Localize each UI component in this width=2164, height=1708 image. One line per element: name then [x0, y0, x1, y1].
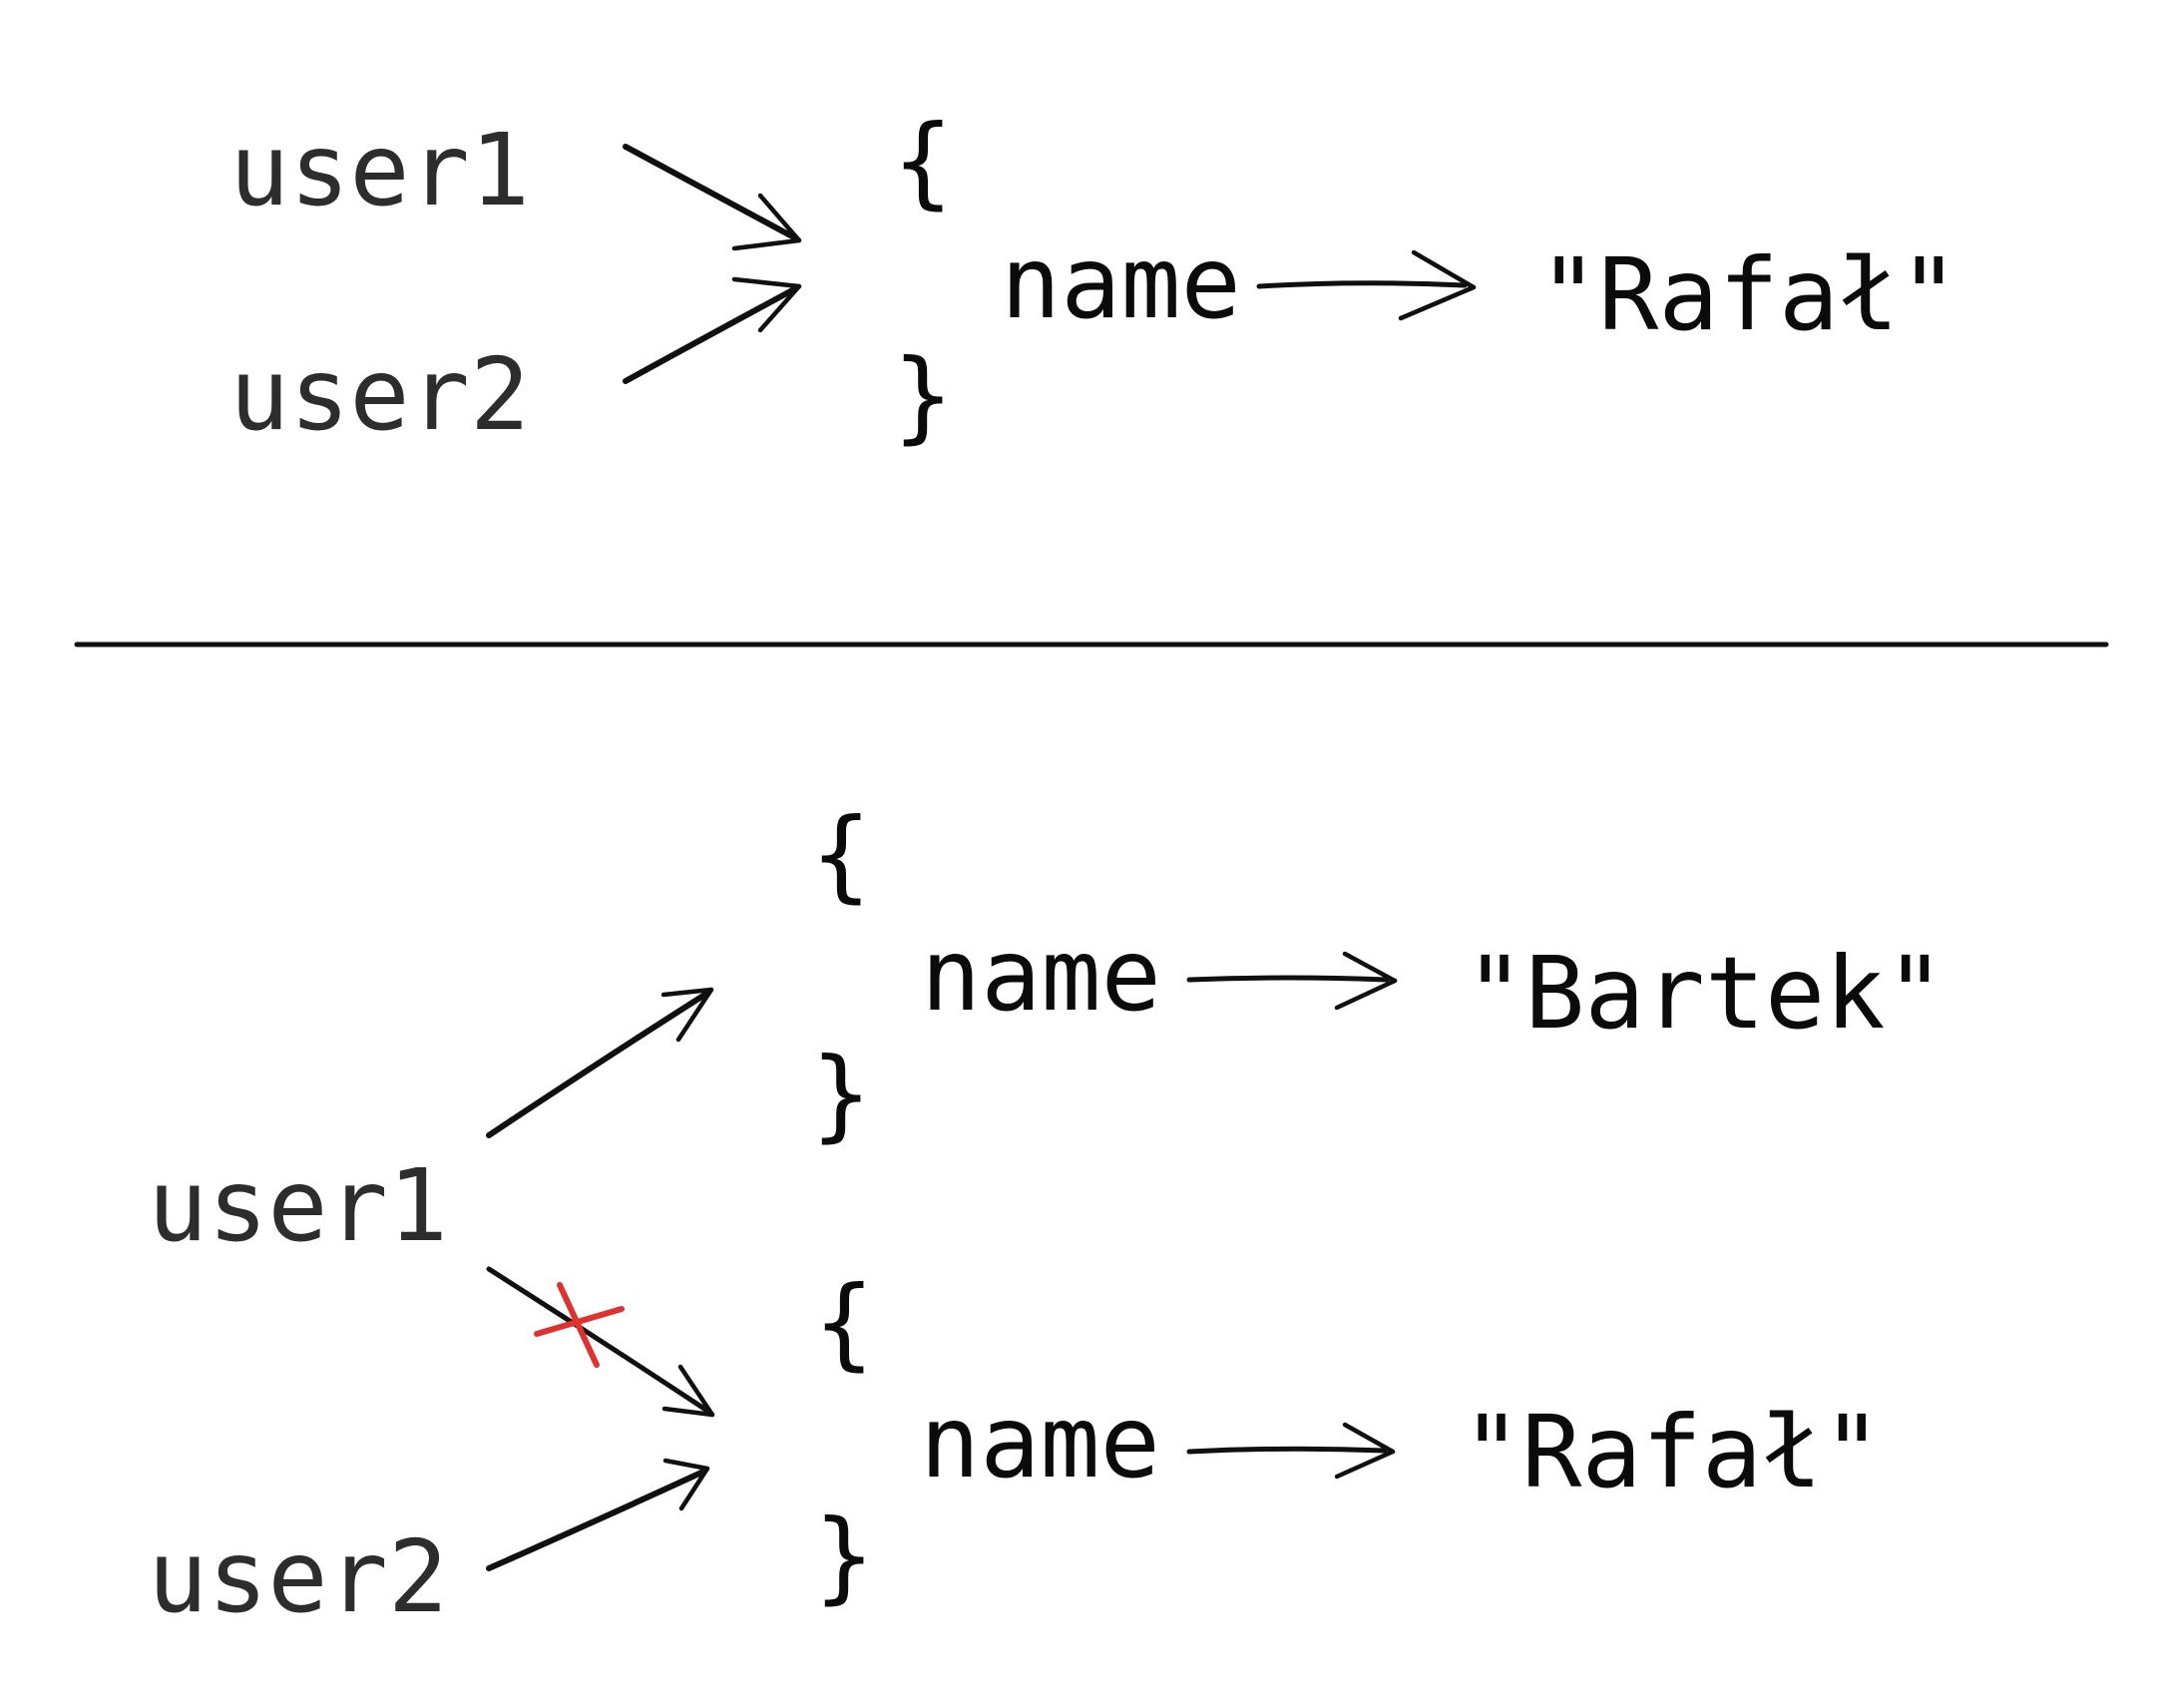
- bottom-variable-user2: user2: [148, 1518, 449, 1635]
- arrow-bottom-objA-name-to-value: [1186, 951, 1398, 1011]
- bottom-objectA-value-bartek: "Bartek": [1465, 935, 1946, 1052]
- arrow-bottom-user1-to-object-b-crossed: [486, 1266, 715, 1418]
- arrow-bottom-objB-name-to-value: [1186, 1422, 1396, 1480]
- top-object-value-rafal: "Rafał": [1538, 236, 1959, 353]
- bottom-objectA-open-brace: {: [811, 796, 872, 913]
- bottom-objectA-key-name: name: [921, 917, 1161, 1034]
- top-object-key-name: name: [1001, 224, 1241, 341]
- bottom-objectA-close-brace: }: [811, 1036, 872, 1152]
- bottom-variable-user1: user1: [148, 1147, 449, 1264]
- arrow-top-user2-to-object: [623, 276, 802, 384]
- bottom-objectB-value-rafal: "Rafał": [1462, 1394, 1883, 1510]
- top-object-open-brace: {: [893, 103, 954, 219]
- top-variable-user1: user1: [229, 112, 531, 228]
- bottom-objectB-close-brace: }: [814, 1497, 875, 1614]
- top-variable-user2: user2: [229, 336, 531, 453]
- arrow-bottom-user2-to-object-b: [486, 1458, 710, 1571]
- arrow-top-name-to-value: [1256, 249, 1477, 321]
- bottom-objectB-key-name: name: [920, 1384, 1160, 1500]
- red-cross-icon: [534, 1282, 625, 1368]
- top-object-close-brace: }: [893, 337, 954, 454]
- arrow-top-user1-to-object: [623, 144, 802, 251]
- arrow-bottom-user1-to-object-a: [486, 987, 714, 1138]
- bottom-objectB-open-brace: {: [814, 1264, 875, 1381]
